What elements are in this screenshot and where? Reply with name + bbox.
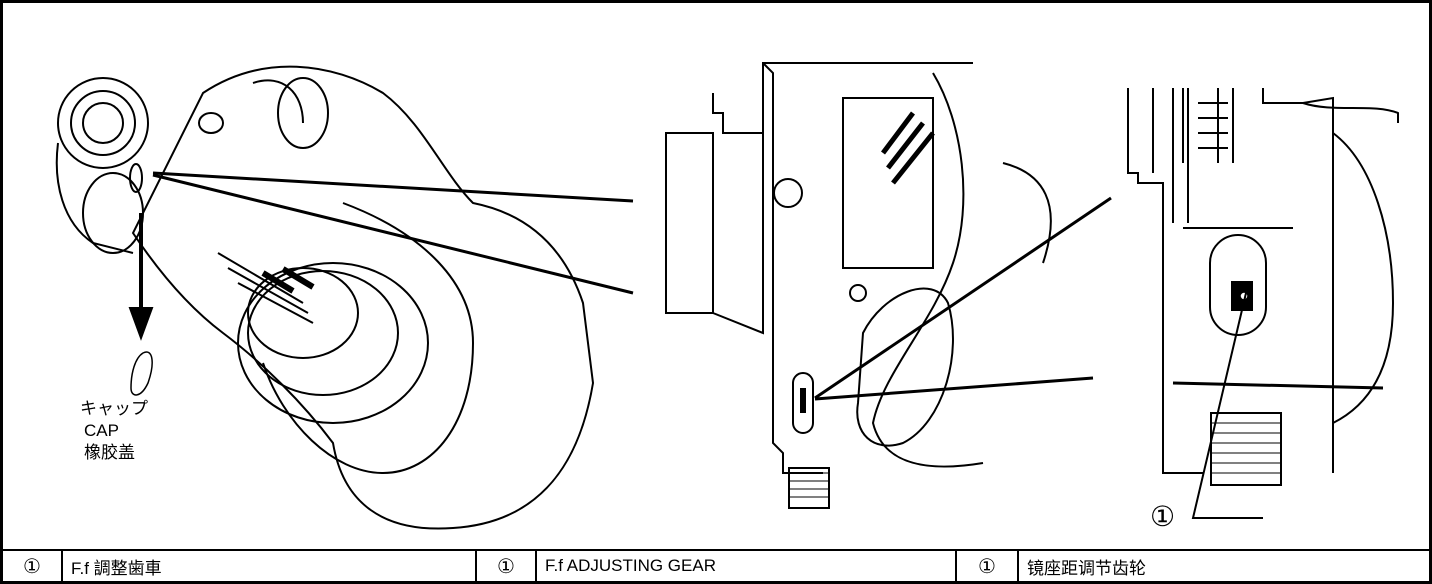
lens-overview-drawing <box>55 65 634 530</box>
legend-number-zh: ① <box>957 551 1019 581</box>
cap-label-en: CAP <box>84 421 119 440</box>
lens-illustration <box>55 62 1399 530</box>
cap-label-group: キャップ CAP 橡胶盖 <box>80 398 148 464</box>
legend-number-en: ① <box>477 551 537 581</box>
detail-view-drawing <box>1127 88 1399 519</box>
legend-text-ja: F.f 調整歯車 <box>63 551 477 581</box>
legend-number-ja: ① <box>3 551 63 581</box>
legend-text-zh: 镜座距调节齿轮 <box>1027 558 1146 578</box>
cap-label-ja: キャップ <box>80 399 148 418</box>
callout-number: ① <box>1150 501 1176 532</box>
legend-text-en: F.f ADJUSTING GEAR <box>537 551 957 581</box>
side-view-drawing <box>665 62 1112 509</box>
cap-label-zh: 橡胶盖 <box>84 443 135 462</box>
legend-table: ① F.f 調整歯車 ① F.f ADJUSTING GEAR ① 镜座距调节齿… <box>3 549 1429 581</box>
